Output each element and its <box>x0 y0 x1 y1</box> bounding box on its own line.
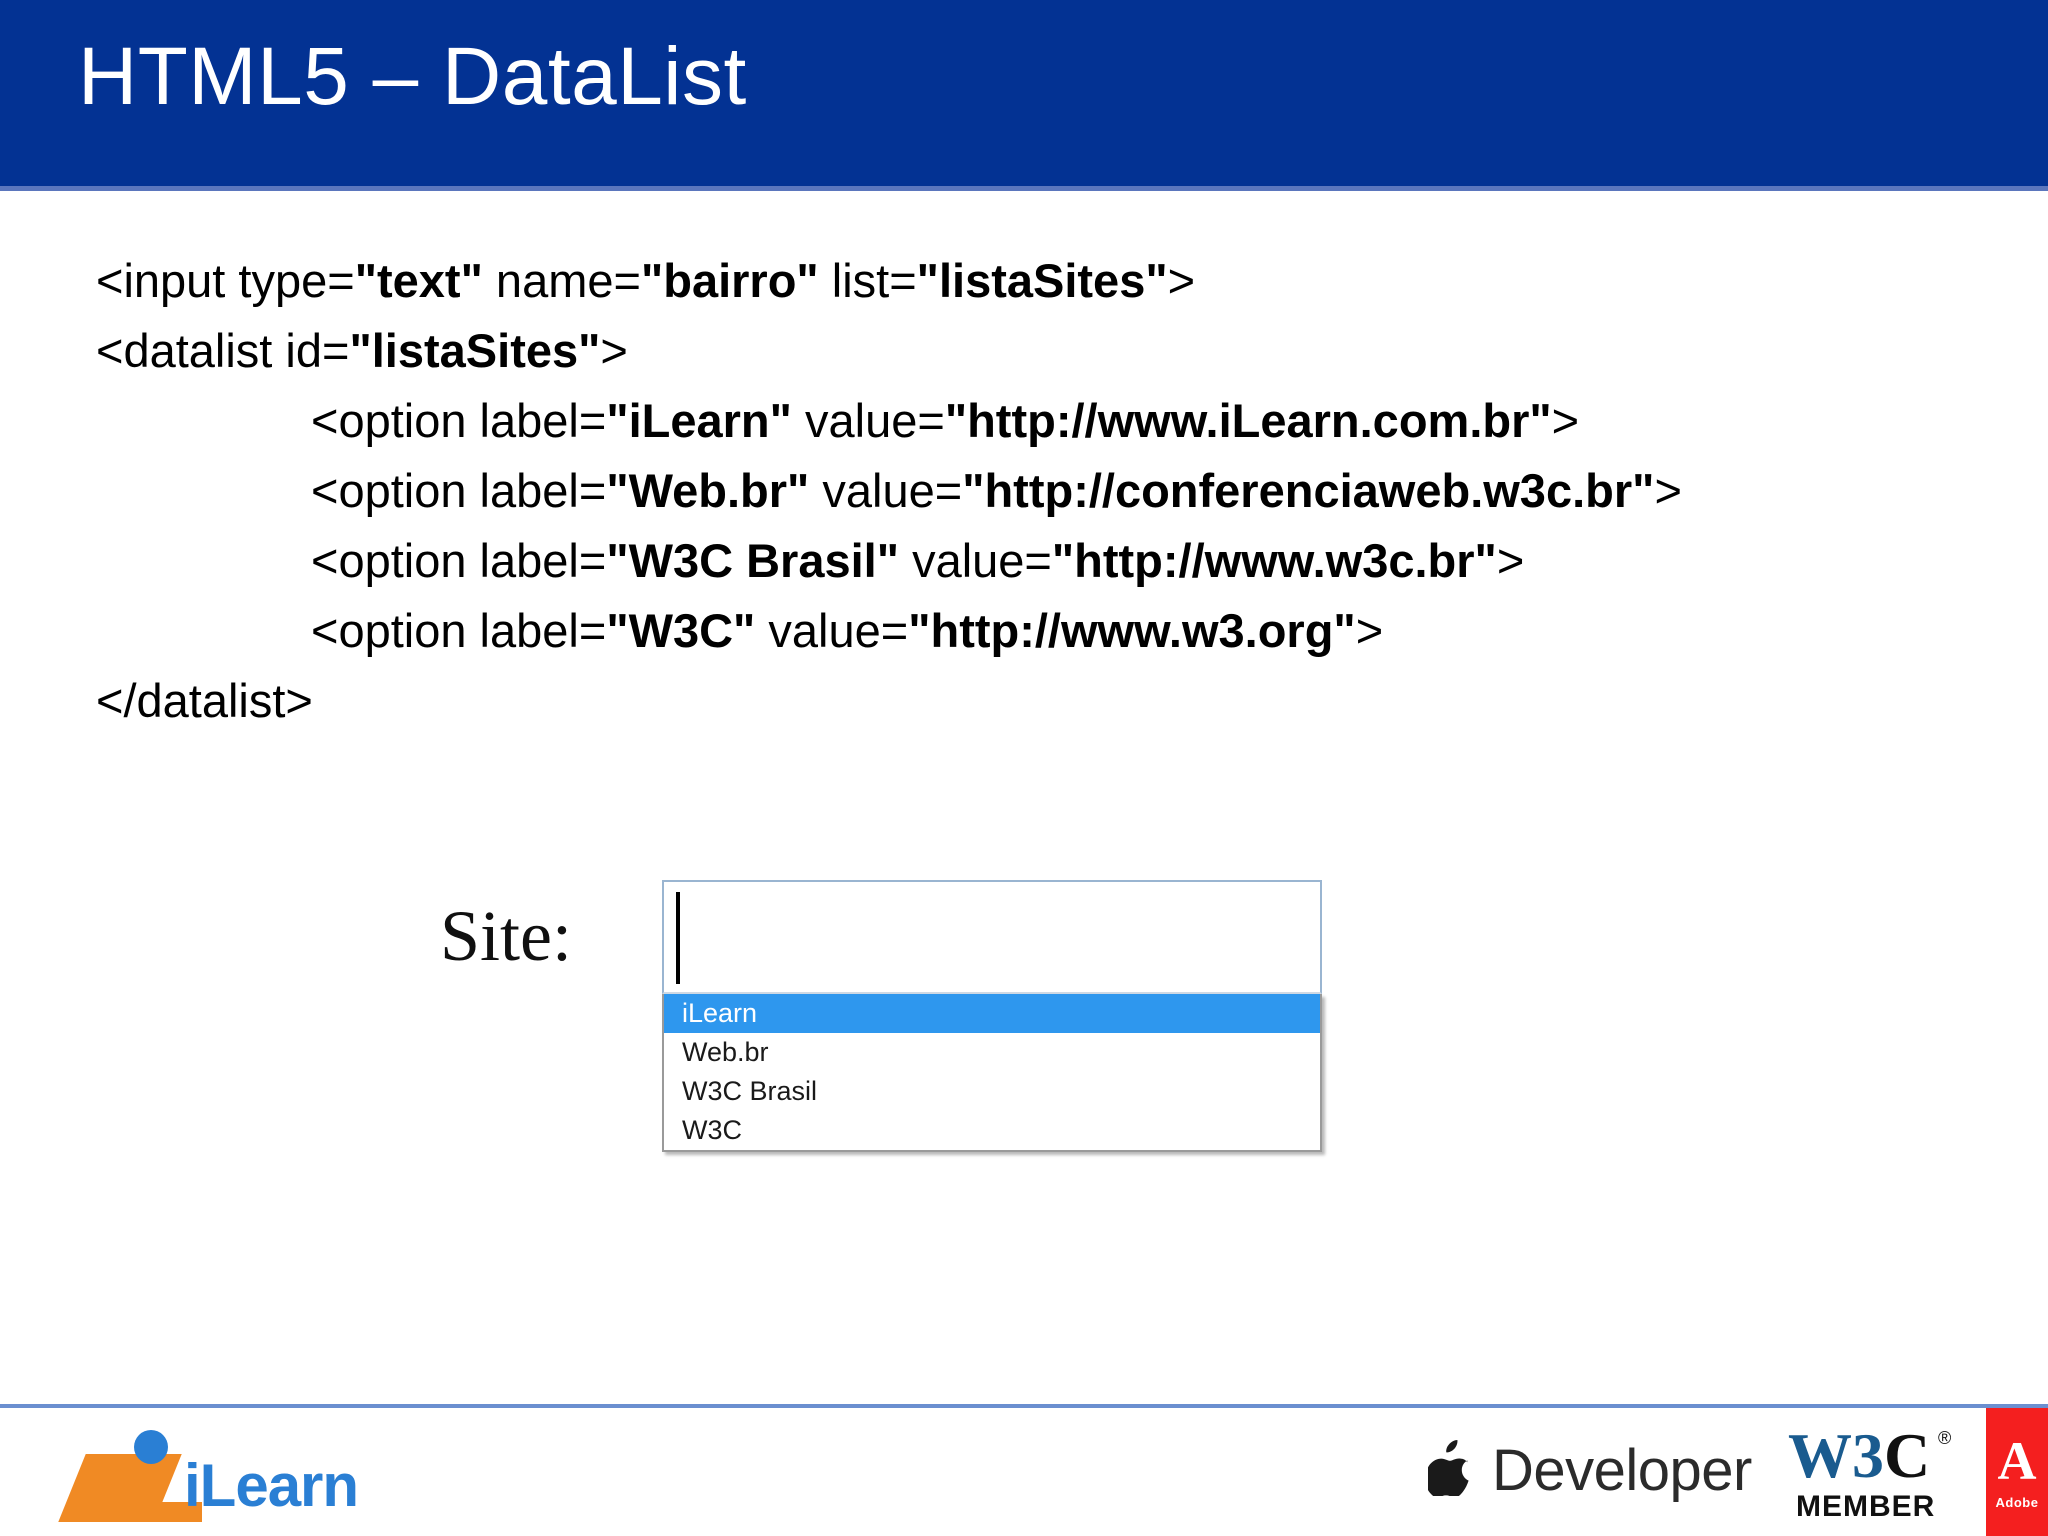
code-listing: <input type="text" name="bairro" list="l… <box>96 246 1996 736</box>
code-line: <option label="Web.br" value="http://con… <box>96 456 1996 526</box>
w3c-wordmark: W3C <box>1788 1424 1930 1488</box>
code-token: list= <box>818 254 917 307</box>
code-token: > <box>1496 534 1525 587</box>
code-value: "http://www.w3.org" <box>908 604 1356 657</box>
apple-icon <box>1425 1440 1472 1506</box>
page-title: HTML5 – DataList <box>78 31 747 122</box>
registered-trademark-icon: ® <box>1938 1428 1952 1448</box>
dropdown-option[interactable]: W3C Brasil <box>682 1076 818 1106</box>
adobe-a-icon: A <box>1997 1431 2037 1491</box>
header-divider <box>0 186 2048 191</box>
apple-developer-label: Developer <box>1492 1438 1752 1503</box>
code-token: > <box>1654 464 1682 517</box>
code-token: name= <box>482 254 641 307</box>
code-value: "listaSites" <box>349 324 601 377</box>
code-line: <datalist id="listaSites"> <box>96 316 1996 386</box>
dropdown-option[interactable]: iLearn <box>664 994 1320 1033</box>
code-line: <input type="text" name="bairro" list="l… <box>96 246 1996 316</box>
code-line: <option label="iLearn" value="http://www… <box>96 386 1996 456</box>
code-token: <option label= <box>311 464 607 517</box>
ilearn-wordmark: iLearn <box>184 1452 359 1519</box>
code-token: > <box>1167 254 1196 307</box>
site-input[interactable] <box>662 880 1322 994</box>
ilearn-mark-foot-icon <box>124 1502 202 1522</box>
dropdown-option[interactable]: W3C <box>682 1115 742 1145</box>
code-token: > <box>600 324 628 377</box>
code-token: <datalist id= <box>96 324 350 377</box>
slide-header-banner: HTML5 – DataList <box>0 0 2048 186</box>
slide-footer: iLearn Developer W3C ® MEMBER A Adobe <box>0 1408 2048 1536</box>
code-value: "W3C" <box>606 604 756 657</box>
code-token: <option label= <box>311 604 607 657</box>
code-line: <option label="W3C" value="http://www.w3… <box>96 596 1996 666</box>
dropdown-option[interactable]: Web.br <box>682 1037 769 1067</box>
w3c-member-logo: W3C ® MEMBER <box>1788 1424 1968 1528</box>
code-token: > <box>1551 394 1580 447</box>
adobe-wordmark: Adobe <box>1995 1495 2039 1510</box>
code-value: "http://www.iLearn.com.br" <box>944 394 1552 447</box>
code-value: "Web.br" <box>606 464 810 517</box>
w3c-member-label: MEMBER <box>1796 1490 1936 1523</box>
code-line: <option label="W3C Brasil" value="http:/… <box>96 526 1996 596</box>
code-token: value= <box>791 394 945 447</box>
code-value: "bairro" <box>640 254 819 307</box>
code-token: value= <box>809 464 963 517</box>
code-value: "listaSites" <box>916 254 1168 307</box>
ilearn-logo: iLearn <box>58 1426 359 1526</box>
w3c-c: C <box>1884 1420 1931 1491</box>
code-line: </datalist> <box>96 666 1996 736</box>
code-value: "text" <box>354 254 483 307</box>
site-label: Site: <box>440 896 573 976</box>
footer-divider <box>0 1404 2048 1408</box>
code-token: <option label= <box>311 534 607 587</box>
code-value: "http://www.w3c.br" <box>1051 534 1497 587</box>
code-token: value= <box>899 534 1052 587</box>
code-token: > <box>1355 604 1384 657</box>
code-value: "W3C Brasil" <box>606 534 900 587</box>
code-token: </datalist> <box>96 674 313 727</box>
code-token: value= <box>755 604 909 657</box>
code-token: <input type= <box>96 254 355 307</box>
code-token: <option label= <box>311 394 607 447</box>
ilearn-dot-icon <box>134 1430 168 1464</box>
adobe-logo: A Adobe <box>1986 1408 2048 1536</box>
code-value: "http://conferenciaweb.w3c.br" <box>962 464 1655 517</box>
w3c-w3: W3 <box>1788 1420 1884 1491</box>
code-value: "iLearn" <box>606 394 792 447</box>
text-caret <box>676 892 680 984</box>
